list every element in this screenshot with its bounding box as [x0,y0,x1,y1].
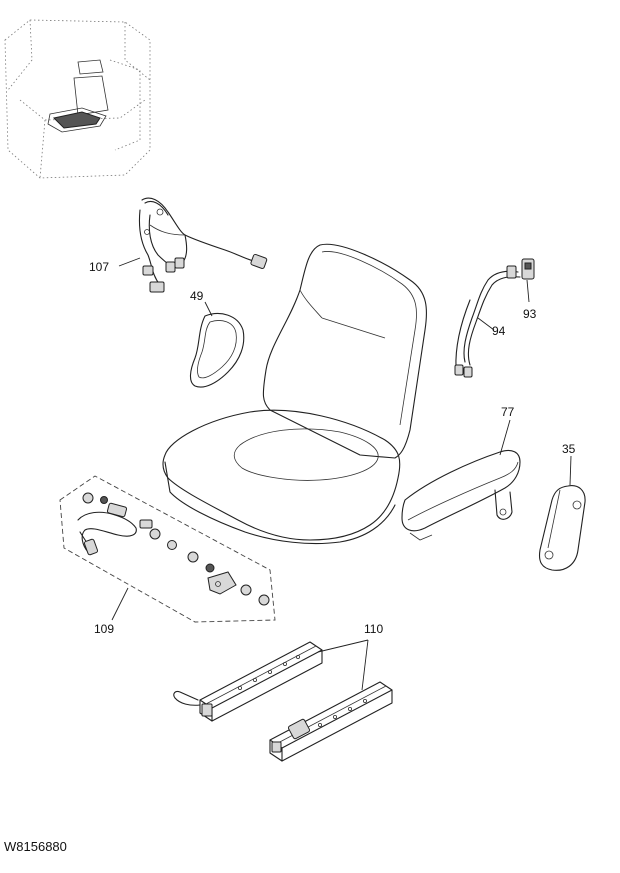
callout-35: 35 [562,442,576,456]
part-109-seat-belt-kit [59,475,276,623]
seat-assembly [162,243,428,545]
drawing-code: W8156880 [4,839,67,854]
callout-77: 77 [501,405,515,419]
part-77-armrest [401,449,521,541]
callout-109: 109 [94,622,114,636]
callout-110: 110 [364,622,383,636]
leader-lines [111,257,572,691]
part-93-switch [521,258,535,280]
cab-locator-inset [4,19,151,179]
callout-93: 93 [523,307,537,321]
part-35-side-cover [538,485,586,571]
part-110-slide-rail-upper [173,641,323,722]
callout-107: 107 [89,260,109,274]
part-110-slide-rail-lower [269,681,393,762]
callout-94: 94 [492,324,506,338]
callout-49: 49 [190,289,204,303]
rail-lower-holes [317,699,367,728]
part-94-seat-harness [454,265,521,378]
seat-highlight [47,59,109,133]
part-107-wire-harness [138,197,268,293]
rail-upper-holes [237,655,300,691]
part-49-side-pad [189,312,245,388]
